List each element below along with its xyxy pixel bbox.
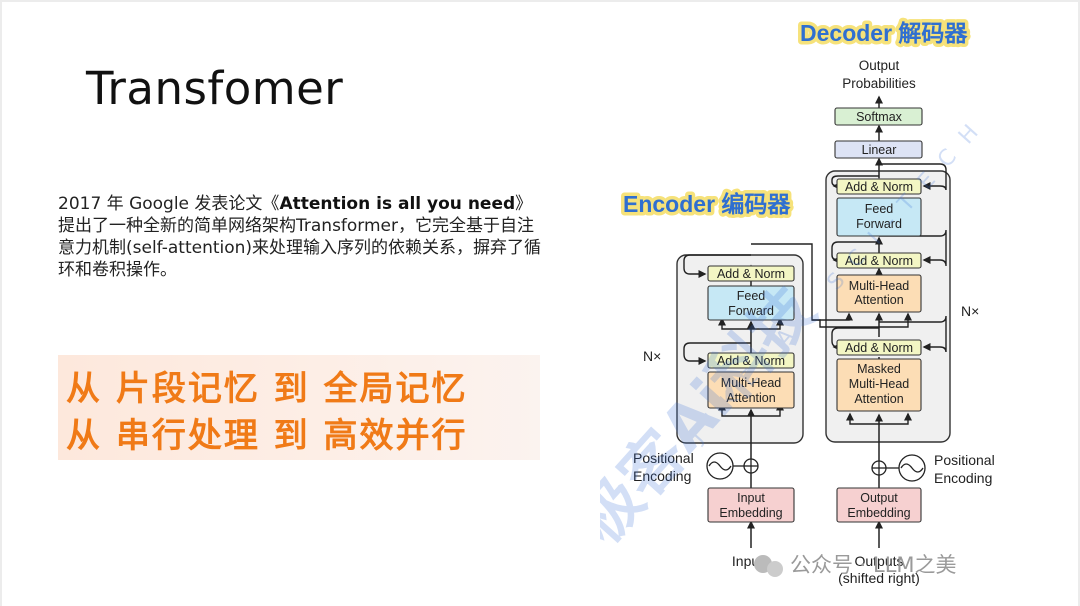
decoder-positional-line-1: Positional — [934, 452, 995, 468]
decoder-add-norm-2-box — [836, 252, 922, 269]
decoder-add-norm-1-box — [836, 339, 922, 356]
top-border — [0, 0, 1080, 2]
banner-line-1: 从 片段记忆 到 全局记忆 — [66, 369, 468, 409]
paper-title: Attention is all you need — [279, 194, 516, 214]
outputs-label-line-1: Outputs — [854, 553, 903, 569]
decoder-positional-line-2: Encoding — [934, 470, 992, 486]
decoder-add-norm-3-text: Add & Norm — [845, 180, 913, 194]
decoder-add-norm-2-text: Add & Norm — [845, 254, 913, 268]
decoder-multi-head-attention-line-2: Attention — [854, 293, 903, 307]
masked-attention-line-3: Attention — [854, 392, 903, 406]
paragraph-suffix: 》提出了一种全新的简单网络架构Transformer，它完全基于自注意力机制(s… — [58, 194, 542, 280]
encoder-add-norm-2-text: Add & Norm — [717, 267, 785, 281]
output-embedding-box — [836, 487, 922, 523]
decoder-multi-head-attention-line-1: Multi-Head — [849, 279, 909, 293]
input-embedding-line-1: Input — [737, 491, 765, 505]
linear-text: Linear — [862, 143, 897, 157]
encoder-positional-line-2: Encoding — [633, 468, 691, 484]
decoder-feed-forward-box — [836, 197, 922, 237]
decoder-multi-head-attention-box — [836, 274, 922, 313]
softmax-box — [834, 107, 923, 126]
output-probabilities-line-1: Output — [859, 58, 900, 73]
linear-box — [834, 140, 923, 159]
decoder-nx-label: N× — [961, 303, 979, 319]
decoder-add-norm-1-text: Add & Norm — [845, 341, 913, 355]
output-probabilities-line-2: Probabilities — [842, 76, 916, 91]
decoder-label-glow: Decoder 解码器 — [800, 20, 968, 46]
encoder-label: Encoder 编码器 — [623, 191, 791, 217]
encoder-positional-line-1: Positional — [633, 450, 694, 466]
output-embedding-line-2: Embedding — [847, 506, 910, 520]
softmax-text: Softmax — [856, 110, 903, 124]
decoder-label: Decoder 解码器 — [800, 20, 968, 46]
encoder-label-glow: Encoder 编码器 — [623, 191, 791, 217]
left-border — [0, 0, 2, 606]
paragraph-prefix: 2017 年 Google 发表论文《 — [58, 194, 280, 214]
encoder-feed-forward-line-1: Feed — [737, 289, 766, 303]
decoder-feed-forward-line-1: Feed — [865, 202, 894, 216]
encoder-multi-head-attention-line-2: Attention — [726, 391, 775, 405]
encoder-nx-label: N× — [643, 348, 661, 364]
encoder-add-norm-1-box — [707, 352, 795, 369]
encoder-stack — [676, 254, 804, 444]
inputs-label: Inputs — [732, 553, 770, 569]
transformer-architecture-diagram: Decoder 解码器 Decoder 解码器 Encoder 编码器 Enco… — [620, 17, 995, 587]
output-embedding-line-1: Output — [860, 491, 898, 505]
decoder-feed-forward-line-2: Forward — [856, 217, 902, 231]
outputs-label-line-2: (shifted right) — [838, 570, 920, 586]
intro-paragraph: 2017 年 Google 发表论文《Attention is all you … — [58, 193, 548, 281]
masked-attention-line-1: Masked — [857, 362, 901, 376]
encoder-add-norm-1-text: Add & Norm — [717, 354, 785, 368]
encoder-add-norm-2-box — [707, 265, 795, 282]
masked-attention-line-2: Multi-Head — [849, 377, 909, 391]
encoder-feed-forward-line-2: Forward — [728, 304, 774, 318]
input-embedding-line-2: Embedding — [719, 506, 782, 520]
highlight-banner: 从 片段记忆 到 全局记忆 从 串行处理 到 高效并行 — [58, 355, 540, 460]
right-border — [1078, 0, 1080, 606]
encoder-multi-head-attention-line-1: Multi-Head — [721, 376, 781, 390]
input-embedding-box — [707, 487, 795, 523]
decoder-add-norm-3-box — [836, 178, 922, 195]
encoder-multi-head-attention-box — [707, 371, 795, 409]
slide-title: Transfomer — [86, 62, 344, 115]
masked-multi-head-attention-box — [836, 358, 922, 412]
encoder-feed-forward-box — [707, 285, 795, 321]
banner-line-2: 从 串行处理 到 高效并行 — [66, 416, 468, 456]
